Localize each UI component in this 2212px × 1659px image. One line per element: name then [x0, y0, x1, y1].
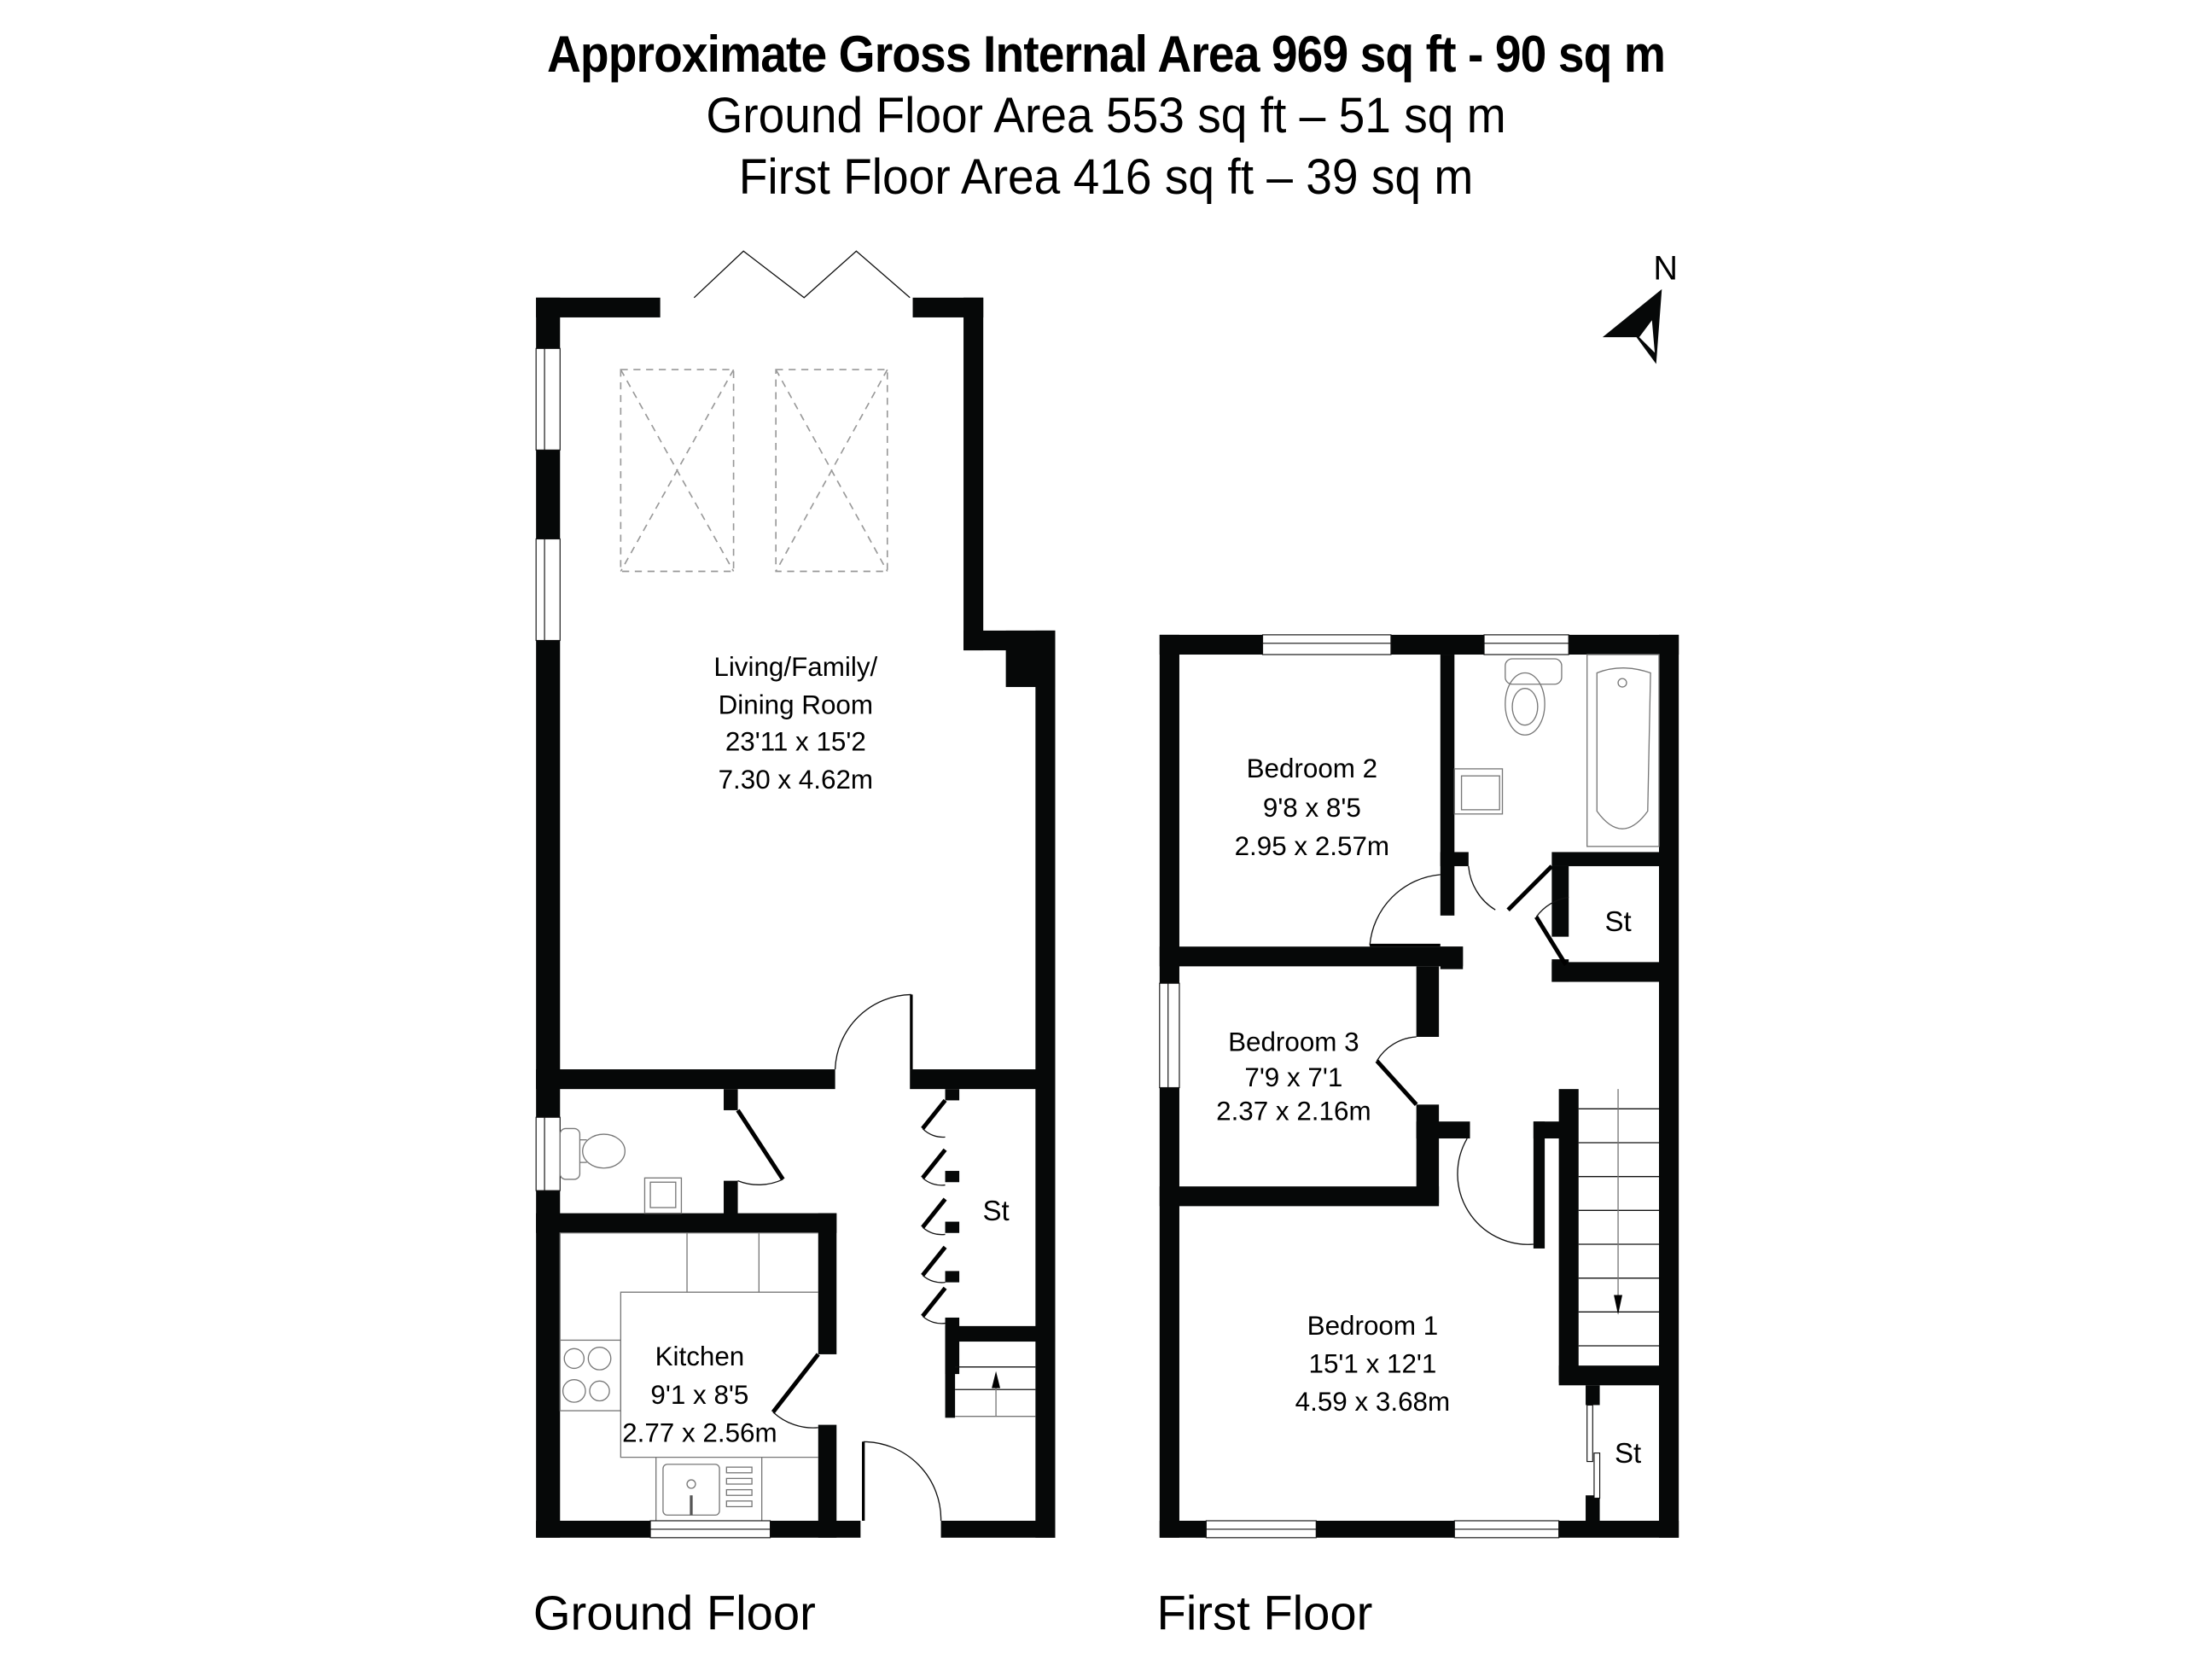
stairs-down-icon — [1578, 1089, 1659, 1347]
north-label: N — [1653, 249, 1678, 287]
ground-floor-label: Ground Floor — [533, 1586, 816, 1639]
room-dims-metric-bedroom-3: 2.37 x 2.16m — [1216, 1097, 1371, 1126]
room-name-living: Living/Family/ — [713, 652, 877, 682]
kitchen-worktops — [559, 1232, 818, 1521]
bathroom-basin-icon — [1453, 768, 1504, 815]
bathtub-icon — [1586, 654, 1660, 847]
skylight-2 — [775, 369, 888, 573]
wc-toilet-icon — [559, 1127, 626, 1180]
room-dims-imperial-bedroom-1: 15'1 x 12'1 — [1308, 1348, 1436, 1378]
room-name-storage-upper: St — [1604, 906, 1631, 938]
stairs-up-icon — [945, 1325, 1036, 1418]
bathroom-toilet-icon — [1505, 658, 1563, 736]
north-arrow-icon: N — [1602, 249, 1678, 364]
hob-icon — [559, 1339, 622, 1412]
room-name-bedroom-1: Bedroom 1 — [1307, 1311, 1439, 1341]
room-name-storage: St — [982, 1196, 1009, 1227]
area-summary-header: Approximate Gross Internal Area 969 sq f… — [0, 24, 2212, 208]
first-floor-area-text: First Floor Area 416 sq ft – 39 sq m — [738, 149, 1474, 205]
room-dims-imperial-kitchen: 9'1 x 8'5 — [650, 1380, 748, 1410]
room-name-living-2: Dining Room — [719, 690, 873, 719]
room-dims-imperial-bedroom-2: 9'8 x 8'5 — [1263, 793, 1361, 823]
wc-basin-icon — [643, 1177, 683, 1214]
room-name-bedroom-2: Bedroom 2 — [1247, 754, 1378, 783]
storage-cupboard-doors — [921, 1098, 947, 1324]
kitchen-sink-icon — [662, 1464, 753, 1516]
room-dims-metric-living: 7.30 x 4.62m — [719, 765, 873, 795]
ground-floor-plan: Living/Family/ Dining Room 23'11 x 15'2 … — [533, 250, 1056, 1639]
first-floor-label: First Floor — [1157, 1586, 1373, 1639]
room-dims-imperial-living: 23'11 x 15'2 — [725, 726, 866, 756]
room-dims-imperial-bedroom-3: 7'9 x 7'1 — [1244, 1062, 1342, 1092]
room-dims-metric-bedroom-2: 2.95 x 2.57m — [1235, 831, 1389, 861]
room-name-storage-lower: St — [1615, 1438, 1641, 1470]
first-floor-plan: St St Bedroo — [1157, 634, 1679, 1639]
ground-floor-area-text: Ground Floor Area 553 sq ft – 51 sq m — [706, 88, 1506, 143]
room-dims-metric-kitchen: 2.77 x 2.56m — [622, 1417, 777, 1447]
room-name-bedroom-3: Bedroom 3 — [1228, 1027, 1359, 1057]
skylight-1 — [620, 369, 735, 573]
room-dims-metric-bedroom-1: 4.59 x 3.68m — [1295, 1387, 1450, 1417]
room-name-kitchen: Kitchen — [655, 1342, 745, 1371]
gross-internal-area-title: Approximate Gross Internal Area 969 sq f… — [546, 26, 1666, 83]
